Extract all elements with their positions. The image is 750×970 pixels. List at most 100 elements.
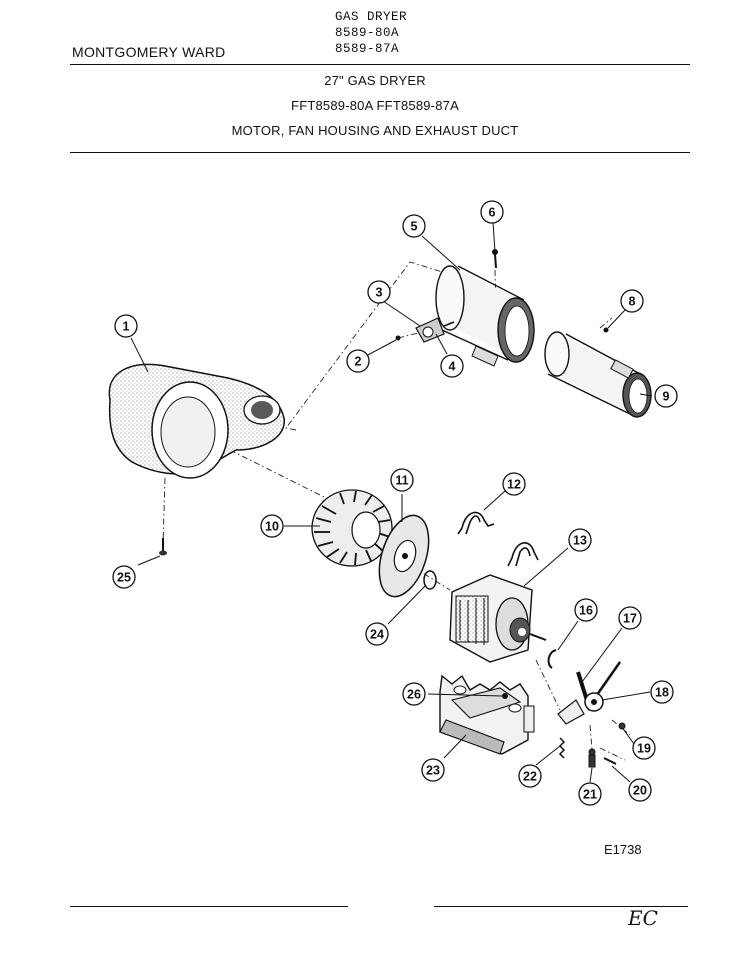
callout-17: 17 (618, 606, 642, 630)
callout-number: 4 (449, 360, 456, 374)
callout-number: 1 (123, 320, 130, 334)
callout-circle (574, 598, 598, 622)
callout-number: 26 (407, 688, 421, 702)
model-line-3: 8589-87A (335, 42, 400, 56)
callout-4: 4 (440, 354, 464, 378)
callout-circle (654, 384, 678, 408)
callout-number: 19 (637, 742, 651, 756)
callout-number: 16 (579, 604, 593, 618)
callout-leaders (130, 221, 653, 783)
callout-circle (628, 778, 652, 802)
callout-circle (518, 764, 542, 788)
callout-number: 13 (573, 534, 587, 548)
callout-circle (620, 289, 644, 313)
callout-number: 25 (117, 571, 131, 585)
callout-circle (402, 682, 426, 706)
screw-part-25 (159, 538, 167, 556)
callout-number: 10 (265, 520, 279, 534)
retaining-ring-part (423, 570, 437, 590)
callout-circle (440, 354, 464, 378)
callout-circle (402, 214, 426, 238)
callout-circle (568, 528, 592, 552)
motor-mount-part (439, 674, 535, 755)
callout-9: 9 (654, 384, 678, 408)
callout-2: 2 (346, 349, 370, 373)
callout-number: 24 (370, 628, 384, 642)
callout-number: 8 (629, 295, 636, 309)
callout-number: 11 (395, 474, 408, 488)
model-line-1: GAS DRYER (335, 10, 408, 24)
callout-19: 19 (632, 736, 656, 760)
callout-23: 23 (421, 758, 445, 782)
callout-number: 21 (583, 788, 597, 802)
callout-18: 18 (650, 680, 674, 704)
drive-plate-part (378, 514, 430, 598)
motor-clamp-part (457, 511, 539, 567)
callout-number: 17 (623, 612, 637, 626)
idler-assembly-part (557, 661, 622, 725)
callout-circle (114, 314, 138, 338)
callout-22: 22 (518, 764, 542, 788)
callout-16: 16 (574, 598, 598, 622)
callout-circle (650, 680, 674, 704)
diagram-title-1: 27" GAS DRYER (324, 73, 426, 88)
model-number-block: GAS DRYER 8589-80A 8589-87A (335, 9, 407, 57)
callout-21: 21 (578, 782, 602, 806)
callout-13: 13 (568, 528, 592, 552)
handwritten-initials: EC (628, 906, 658, 930)
drive-motor-part (449, 574, 547, 663)
title-divider (70, 152, 690, 153)
callout-number: 18 (655, 686, 669, 700)
callout-number: 2 (355, 355, 362, 369)
callout-5: 5 (402, 214, 426, 238)
callout-26: 26 (402, 682, 426, 706)
callout-11: 11 (390, 468, 414, 492)
model-line-2: 8589-80A (335, 26, 400, 40)
assembly-leader-lines (162, 261, 631, 761)
diagram-title-3: MOTOR, FAN HOUSING AND EXHAUST DUCT (231, 123, 519, 138)
callout-circle (480, 200, 504, 224)
callout-8: 8 (620, 289, 644, 313)
screw-part-8 (603, 327, 609, 333)
callout-24: 24 (365, 622, 389, 646)
callout-number: 23 (426, 764, 440, 778)
switch-clip-part (547, 649, 557, 669)
fastener-parts (558, 722, 626, 768)
callout-1: 1 (114, 314, 138, 338)
blower-housing-part (108, 363, 285, 479)
figure-code: E1738 (604, 842, 642, 857)
footer-rule-left (70, 906, 348, 907)
diagram-title-2: FFT8589-80A FFT8589-87A (291, 98, 459, 113)
callout-number: 22 (523, 770, 537, 784)
screw-part-26 (502, 693, 508, 699)
callout-circle (260, 514, 284, 538)
callout-20: 20 (628, 778, 652, 802)
callout-circle (618, 606, 642, 630)
callout-circle (367, 280, 391, 304)
callout-10: 10 (260, 514, 284, 538)
callout-circle (365, 622, 389, 646)
screw-part-2 (395, 335, 401, 341)
blower-wheel-part (311, 489, 393, 567)
callout-number: 5 (411, 220, 418, 234)
callout-number: 3 (376, 286, 383, 300)
callout-number: 6 (489, 206, 496, 220)
callout-circle (390, 468, 414, 492)
callout-number: 9 (663, 390, 670, 404)
header-divider (70, 64, 690, 65)
callout-number: 12 (507, 478, 521, 492)
callout-circle (421, 758, 445, 782)
footer-rule-right (434, 906, 688, 907)
callout-6: 6 (480, 200, 504, 224)
callout-circle (632, 736, 656, 760)
exhaust-duct-part (435, 265, 535, 367)
callout-number: 20 (633, 784, 647, 798)
callout-circle (502, 472, 526, 496)
callout-circle (578, 782, 602, 806)
callout-25: 25 (112, 565, 136, 589)
callout-circle (346, 349, 370, 373)
callout-12: 12 (502, 472, 526, 496)
callout-circle (112, 565, 136, 589)
